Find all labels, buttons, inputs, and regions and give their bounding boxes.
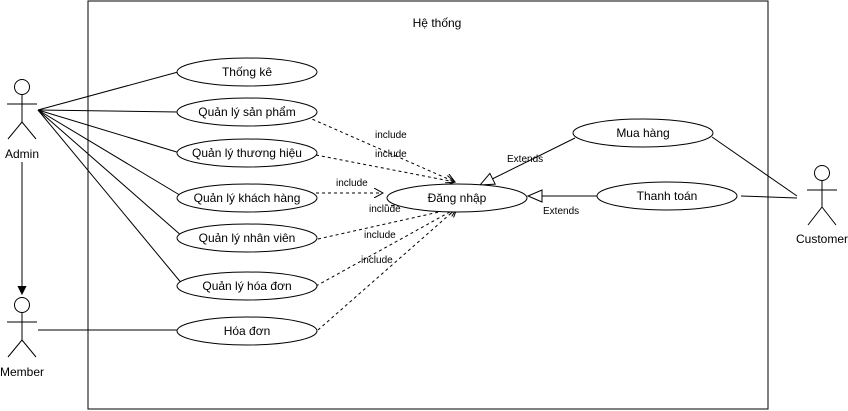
- use-case-ql-khach-hang[interactable]: Quản lý khách hàng: [176, 183, 318, 213]
- actor-admin-label: Admin: [5, 147, 39, 161]
- use-case-ql-nhan-vien[interactable]: Quản lý nhân viên: [176, 223, 318, 253]
- customer-associations: [711, 136, 798, 199]
- use-case-dang-nhap[interactable]: Đăng nhập: [386, 183, 528, 213]
- system-title: Hệ thống: [413, 16, 462, 30]
- extends-label-thanh-toan: Extends: [543, 206, 579, 217]
- use-case-ql-hoa-don[interactable]: Quản lý hóa đơn: [176, 271, 318, 301]
- admin-associations: [37, 71, 184, 286]
- include-label-khach-hang: include: [336, 178, 368, 189]
- include-label-khach-hang-2: include: [369, 204, 401, 215]
- include-arrows: [295, 111, 457, 331]
- use-case-hoa-don[interactable]: Hóa đơn: [176, 316, 318, 346]
- include-label-nhan-vien: include: [364, 230, 396, 241]
- system-boundary: [87, 0, 769, 410]
- svg-text:Quản lý thương hiệu: Quản lý thương hiệu: [192, 146, 302, 160]
- actor-member-label: Member: [0, 365, 44, 379]
- use-case-thong-ke[interactable]: Thống kê: [176, 57, 318, 87]
- svg-text:Quản lý sản phẩm: Quản lý sản phẩm: [198, 105, 295, 119]
- include-label-san-pham: include: [375, 130, 407, 141]
- use-case-ql-thuong-hieu[interactable]: Quản lý thương hiệu: [176, 138, 318, 168]
- actor-member[interactable]: [7, 297, 37, 358]
- svg-text:Đăng nhập: Đăng nhập: [428, 191, 487, 205]
- use-case-mua-hang[interactable]: Mua hàng: [572, 118, 714, 148]
- extends-arrows: [480, 137, 598, 196]
- include-labels: include include include include include …: [336, 130, 407, 266]
- svg-text:Thống kê: Thống kê: [222, 65, 272, 79]
- include-label-thuong-hieu: include: [375, 149, 407, 160]
- svg-text:Mua hàng: Mua hàng: [616, 126, 669, 140]
- actor-customer-label: Customer: [796, 232, 848, 246]
- actor-customer[interactable]: [807, 165, 837, 226]
- svg-text:Quản lý nhân viên: Quản lý nhân viên: [199, 231, 296, 245]
- svg-text:Thanh toán: Thanh toán: [637, 189, 698, 203]
- extends-label-mua-hang: Extends: [507, 154, 543, 165]
- use-case-thanh-toan[interactable]: Thanh toán: [596, 181, 738, 211]
- actor-admin[interactable]: [7, 79, 37, 140]
- svg-text:Quản lý hóa đơn: Quản lý hóa đơn: [202, 279, 291, 293]
- svg-text:Hóa đơn: Hóa đơn: [224, 324, 271, 338]
- include-label-hoa-don: include: [361, 255, 393, 266]
- use-case-ql-san-pham[interactable]: Quản lý sản phẩm: [176, 97, 318, 127]
- svg-text:Quản lý khách hàng: Quản lý khách hàng: [194, 191, 301, 205]
